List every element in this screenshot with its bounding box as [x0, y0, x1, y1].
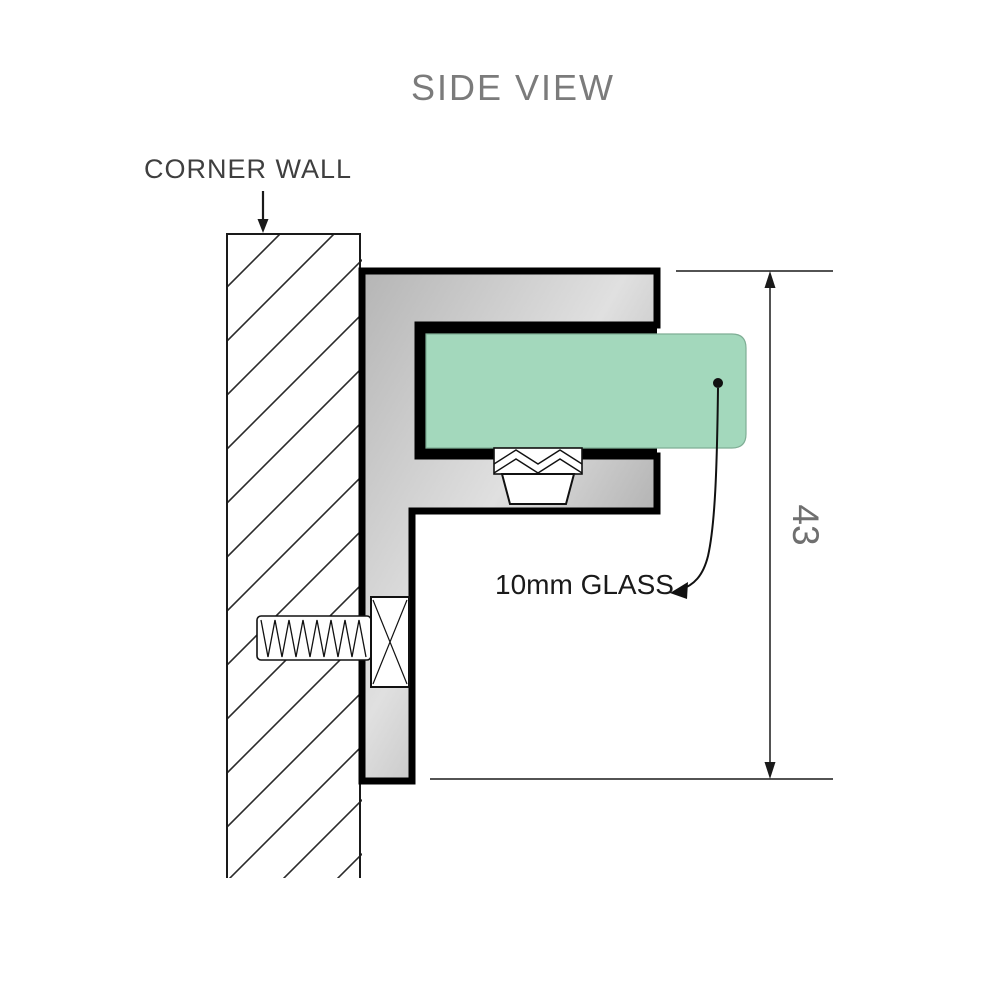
dimension-arrow-down-icon	[764, 762, 776, 779]
clamp-cup	[500, 473, 576, 505]
wall-hatching	[227, 233, 362, 878]
dimension-value: 43	[785, 504, 826, 545]
screw-thread-zigzag	[260, 619, 367, 658]
corner-wall-callout: CORNER WALL	[144, 154, 352, 233]
glass-label: 10mm GLASS	[495, 569, 674, 600]
corner-wall-section	[226, 233, 362, 878]
corner-wall-arrowhead-icon	[257, 219, 269, 233]
page-title: SIDE VIEW	[411, 67, 615, 108]
glass-leader-arrowhead-icon	[670, 582, 688, 599]
dimension-arrow-up-icon	[764, 271, 776, 288]
glass-panel	[425, 333, 747, 449]
glass-leader-dot	[713, 378, 723, 388]
clamp-thread-housing	[493, 447, 583, 475]
clamp-set-screw	[493, 447, 583, 505]
screw-head-cross	[372, 599, 408, 685]
glass-leader-line	[679, 387, 719, 591]
wall-fixing-screw	[256, 596, 410, 688]
glass-panel-group	[425, 333, 747, 449]
height-dimension: 43	[430, 270, 833, 780]
glass-callout: 10mm GLASS	[495, 378, 723, 600]
corner-wall-label: CORNER WALL	[144, 154, 352, 184]
